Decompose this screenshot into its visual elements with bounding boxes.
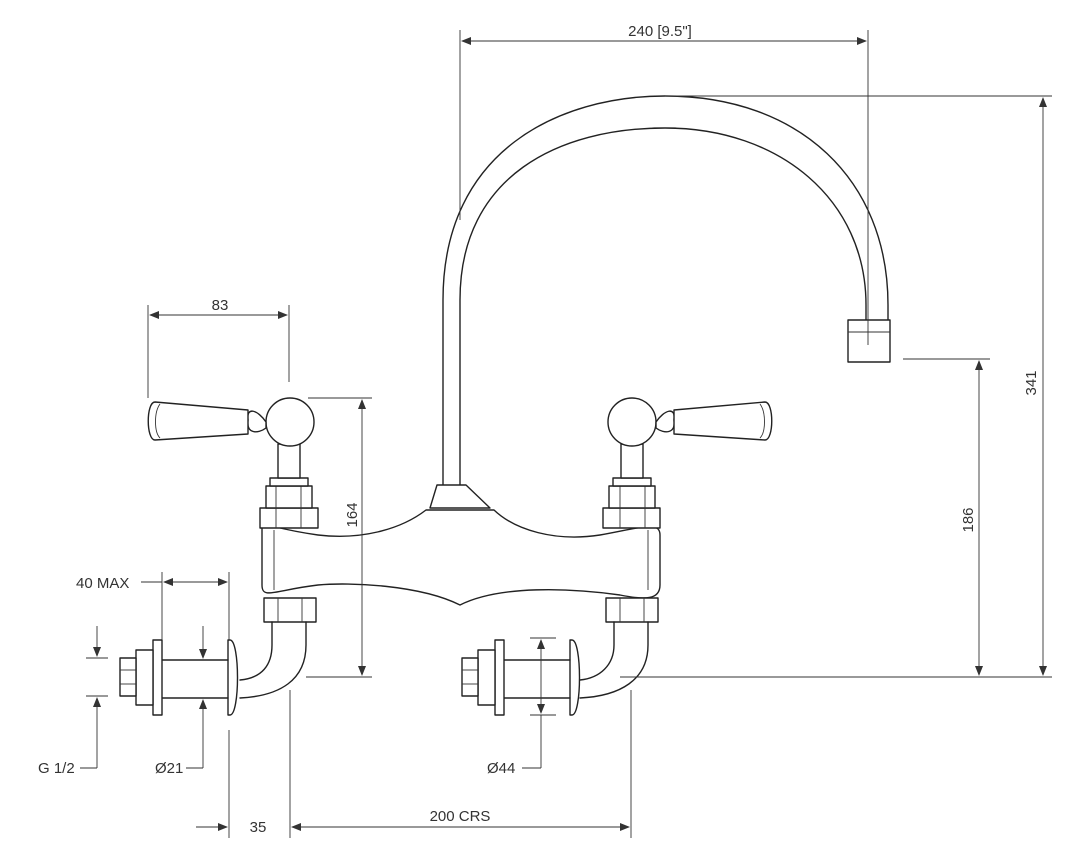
- dim-flange-diameter-label: Ø44: [487, 760, 515, 777]
- left-wall-inlet: [119, 597, 317, 716]
- dim-body-height: 164: [306, 397, 372, 678]
- left-valve-headwork: [247, 397, 319, 529]
- left-lever-handle: [147, 401, 249, 441]
- dim-wall-depth-label: 40 MAX: [76, 575, 129, 592]
- right-lever-handle: [673, 401, 773, 441]
- right-wall-inlet: [461, 597, 659, 716]
- dim-handle-length: 83: [147, 297, 290, 398]
- dim-inlet-thread: G 1/2: [38, 626, 108, 777]
- dim-centres: 200 CRS: [291, 690, 632, 838]
- bridge-body: [261, 509, 661, 606]
- dim-spout-reach: 240 [9.5"]: [459, 23, 869, 345]
- dim-overall-height-label: 341: [1023, 370, 1040, 395]
- dim-pipe-diameter-label: Ø21: [155, 760, 183, 777]
- dim-inlet-thread-label: G 1/2: [38, 760, 75, 777]
- swan-neck-spout: [429, 95, 891, 509]
- dim-offset: 35: [196, 690, 291, 838]
- dim-spout-reach-label: 240 [9.5"]: [628, 23, 692, 40]
- dim-flange-diameter: Ø44: [487, 637, 556, 777]
- dim-body-height-label: 164: [344, 502, 361, 527]
- dim-pipe-diameter: Ø21: [155, 626, 207, 777]
- dim-wall-depth: 40 MAX: [76, 572, 230, 640]
- dim-overall-height: 341: [620, 95, 1052, 678]
- dim-handle-length-label: 83: [212, 297, 229, 314]
- dim-centres-label: 200 CRS: [430, 808, 491, 825]
- dim-outlet-height-label: 186: [960, 507, 977, 532]
- dim-offset-label: 35: [250, 819, 267, 836]
- dim-outlet-height: 186: [903, 358, 990, 676]
- right-valve-headwork: [602, 397, 675, 529]
